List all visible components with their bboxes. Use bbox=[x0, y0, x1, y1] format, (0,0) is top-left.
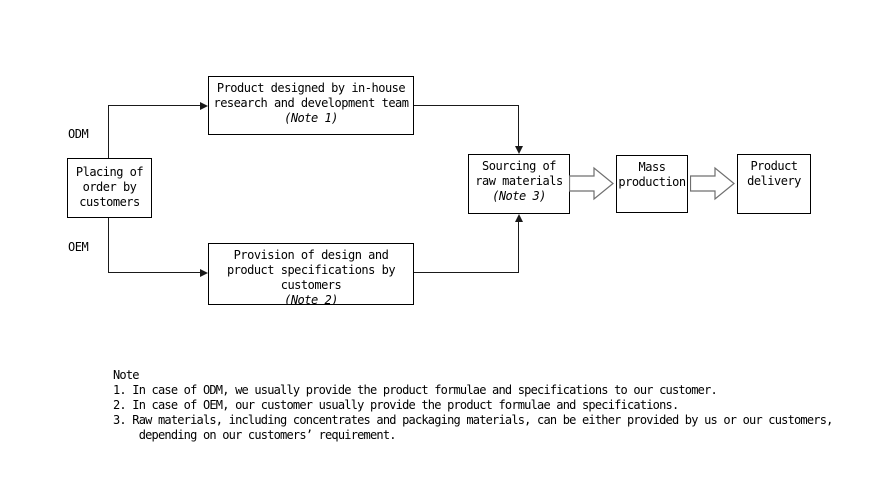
arrowhead-up-icon bbox=[515, 214, 523, 222]
note-line: 2. In case of OEM, our customer usually … bbox=[113, 398, 679, 412]
provision-specs-box: Provision of design and product specific… bbox=[208, 243, 414, 305]
arrowhead-down-icon bbox=[515, 146, 523, 154]
box-note-ref: (Note 2) bbox=[284, 293, 338, 305]
sourcing-box: Sourcing of raw materials (Note 3) bbox=[468, 154, 570, 214]
arrowhead-right-icon bbox=[200, 102, 208, 110]
box-note-ref: (Note 1) bbox=[284, 111, 338, 125]
connector-line bbox=[108, 105, 109, 158]
mass-production-box: Mass production bbox=[616, 155, 688, 213]
connector-line bbox=[108, 105, 200, 106]
odm-label: ODM bbox=[68, 127, 89, 141]
block-arrow-right-icon bbox=[569, 166, 614, 201]
box-text-line: production bbox=[618, 175, 686, 189]
inhouse-design-box: Product designed by in-house research an… bbox=[208, 76, 414, 135]
arrowhead-right-icon bbox=[200, 269, 208, 277]
product-delivery-box: Product delivery bbox=[737, 154, 811, 214]
box-text-line: customers bbox=[280, 278, 342, 292]
box-text-line: Sourcing of bbox=[482, 159, 556, 173]
note-line: 1. In case of ODM, we usually provide th… bbox=[113, 383, 718, 397]
box-text-line: raw materials bbox=[475, 174, 563, 188]
connector-line bbox=[518, 105, 519, 147]
notes-title: Note bbox=[113, 368, 140, 382]
box-text-line: research and development team bbox=[213, 96, 409, 110]
connector-line bbox=[108, 272, 200, 273]
box-note-ref: (Note 3) bbox=[492, 189, 546, 203]
connector-line bbox=[414, 105, 519, 106]
box-text-line: Placing of bbox=[75, 165, 144, 179]
box-text-line: order by bbox=[82, 180, 137, 194]
box-text-line: customers bbox=[79, 195, 140, 209]
note-line: 3. Raw materials, including concentrates… bbox=[113, 413, 833, 427]
connector-line bbox=[518, 221, 519, 272]
box-text-line: delivery bbox=[747, 174, 801, 188]
notes-section: Note 1. In case of ODM, we usually provi… bbox=[113, 368, 833, 443]
oem-label: OEM bbox=[68, 240, 89, 254]
connector-line bbox=[108, 218, 109, 272]
connector-line bbox=[414, 272, 519, 273]
note-line: depending on our customers’ requirement. bbox=[113, 428, 397, 442]
block-arrow-right-icon bbox=[690, 166, 735, 201]
box-text-line: Mass bbox=[638, 160, 666, 174]
box-text-line: Provision of design and bbox=[233, 248, 389, 262]
box-text-line: Product bbox=[750, 159, 798, 173]
placing-order-box: Placing of order by customers bbox=[67, 158, 152, 218]
box-text-line: Product designed by in-house bbox=[216, 81, 406, 95]
box-text-line: product specifications by bbox=[226, 263, 396, 277]
